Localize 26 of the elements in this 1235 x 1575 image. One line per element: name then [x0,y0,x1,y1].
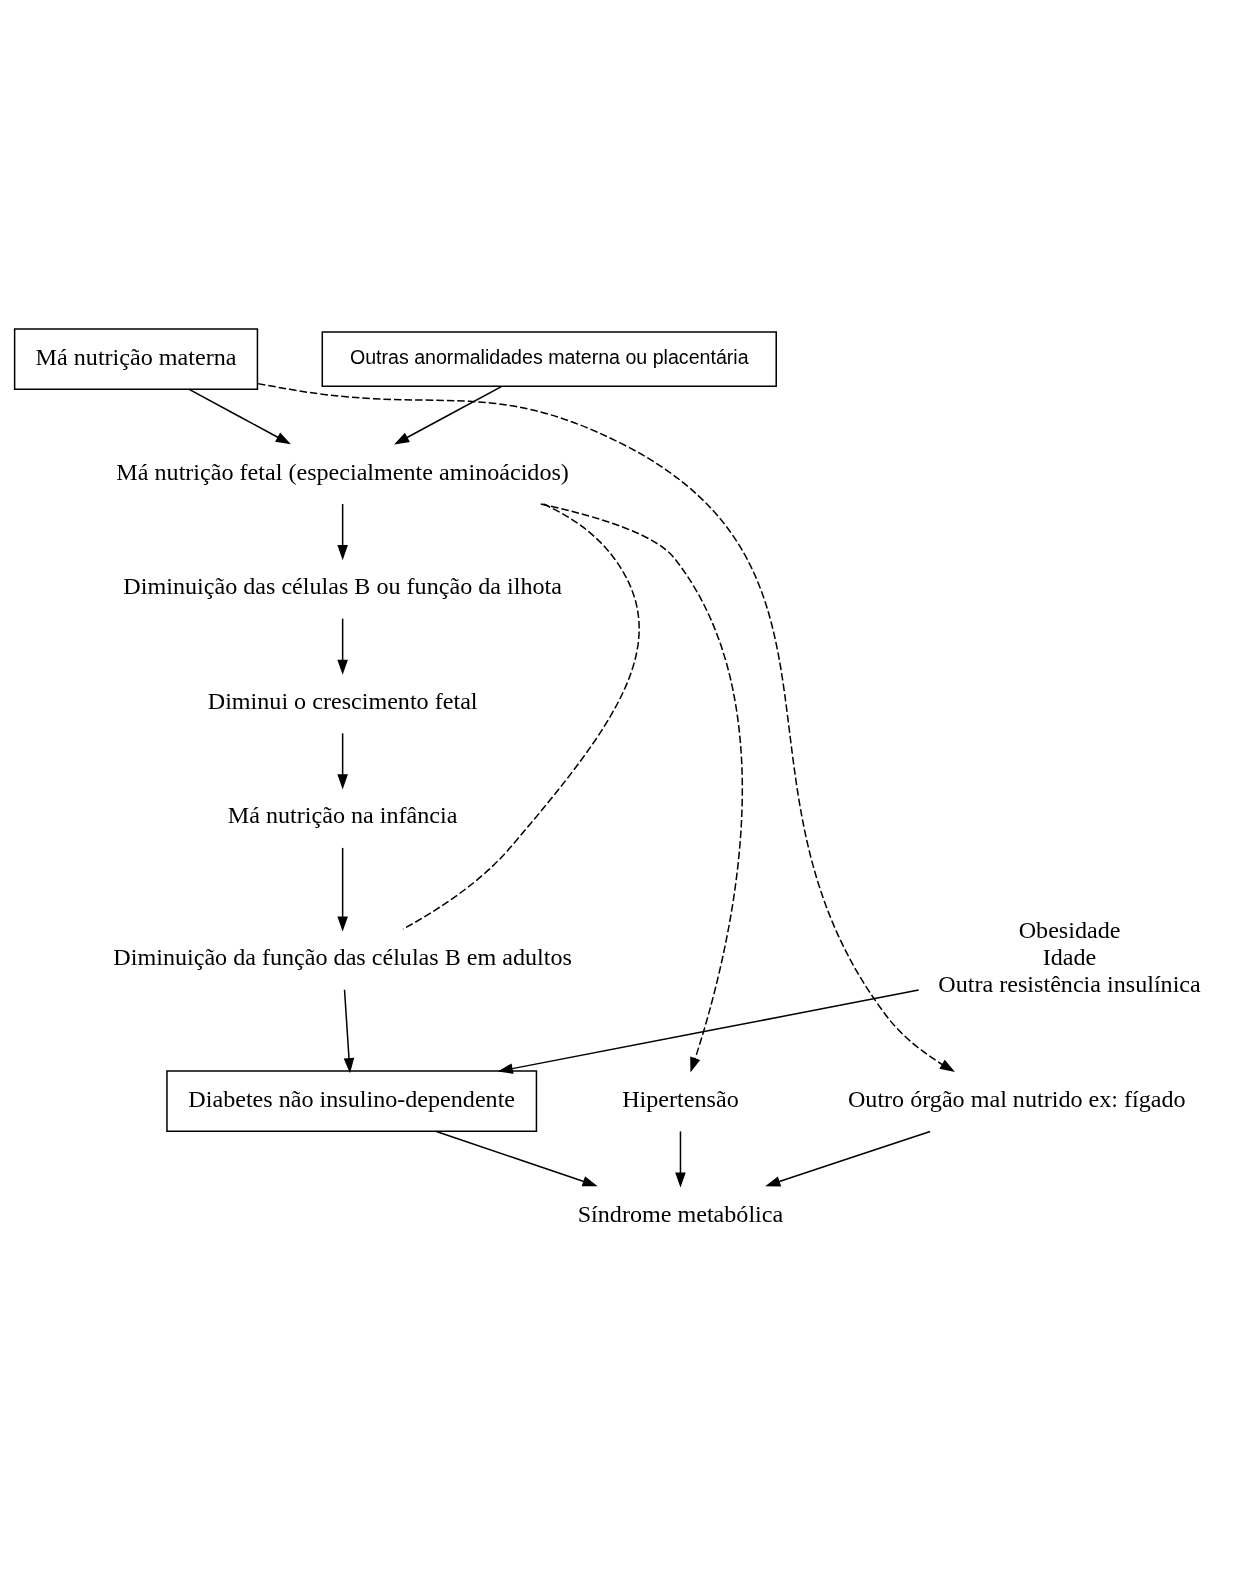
arrow [435,1130,598,1187]
arrow [765,1130,931,1187]
node-box: Má nutrição materna [13,328,259,391]
node-text: Diminuição das células B ou função da ilhota [123,573,562,600]
arrow [188,388,291,445]
node-text: Má nutrição na infância [227,802,458,829]
arrow [337,847,348,932]
node-text: Diminuição da função das células B em adultos [113,944,572,971]
node-text: Hipertensão [622,1085,739,1112]
node-text: Diminui o crescimento fetal [207,687,478,714]
arrow [337,732,348,790]
node-text: Outro órgão mal nutrido ex: fígado [847,1085,1186,1112]
node-text: Obesidade Idade Outra resistência insulínica [938,917,1201,998]
connector [402,503,640,930]
arrow [539,503,743,1073]
arrow [675,1130,686,1188]
arrow [257,382,955,1073]
arrow [337,617,348,675]
node-box: Outras anormalidades materna ou placentária [321,331,777,388]
arrow [497,989,920,1074]
arrow [343,988,355,1074]
node-box: Diabetes não insulino-dependente [166,1070,538,1133]
node-text: Má nutrição fetal (especialmente aminoácidos) [116,458,569,485]
node-text: Síndrome metabólica [577,1200,784,1227]
arrow [394,385,503,445]
arrow [337,503,348,561]
